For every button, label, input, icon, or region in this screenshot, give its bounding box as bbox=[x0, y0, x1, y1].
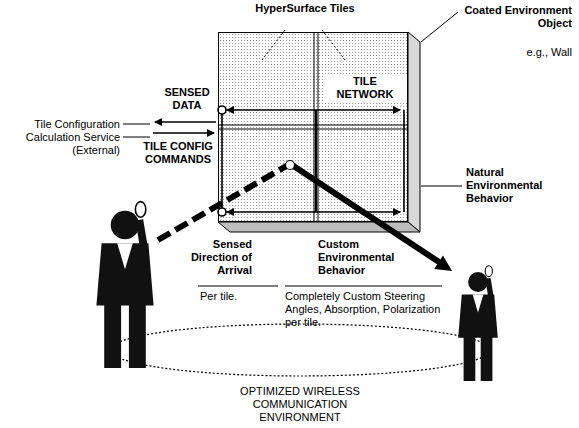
object-label: Coated Environment Object bbox=[440, 4, 572, 30]
steered-wave-head bbox=[434, 256, 452, 272]
person-body bbox=[458, 295, 498, 338]
steered-wave bbox=[292, 165, 439, 262]
config-command-arrow bbox=[153, 132, 214, 134]
person-shirt bbox=[117, 243, 133, 269]
network-line bbox=[221, 114, 223, 208]
leader-line bbox=[123, 137, 150, 138]
flow-label: TILE CONFIG COMMANDS bbox=[140, 140, 216, 166]
person-head bbox=[111, 211, 140, 240]
person-leg bbox=[129, 300, 146, 368]
phone-symbol bbox=[135, 202, 145, 218]
feature-note: Completely Custom Steering Angles, Absor… bbox=[285, 290, 443, 329]
tile-border bbox=[218, 125, 408, 126]
environment-label: OPTIMIZED WIRELESS COMMUNICATION ENVIRON… bbox=[230, 385, 370, 424]
leader-lines bbox=[123, 12, 462, 286]
incident-wave bbox=[158, 165, 288, 240]
network-line bbox=[315, 110, 317, 212]
node-text: TILE NETWORK bbox=[323, 75, 407, 101]
person-shirt bbox=[473, 295, 484, 313]
leader-line bbox=[322, 30, 345, 60]
tile-border bbox=[314, 32, 315, 222]
network-node bbox=[218, 208, 226, 216]
person-body bbox=[96, 243, 153, 305]
tile-network-lines bbox=[218, 106, 404, 216]
impact-point bbox=[286, 161, 295, 170]
behavior-label: Custom Environmental Behavior bbox=[318, 238, 403, 277]
hypersurface-wall: TILE NETWORK bbox=[218, 32, 408, 222]
phone-symbol bbox=[485, 266, 492, 277]
network-line bbox=[227, 109, 400, 111]
tile-border bbox=[218, 129, 408, 130]
person-leg bbox=[481, 334, 493, 381]
person-figure bbox=[458, 266, 498, 381]
flow-label: SENSED DATA bbox=[158, 86, 216, 112]
wall-surface bbox=[218, 32, 408, 222]
person-leg bbox=[464, 334, 476, 381]
part-label: HyperSurface Tiles bbox=[255, 2, 355, 15]
leader-line bbox=[421, 186, 462, 187]
feature-note: Per tile. bbox=[200, 290, 255, 303]
example-note: e.g., Wall bbox=[440, 46, 572, 59]
leader-line bbox=[285, 286, 442, 287]
person-arm bbox=[488, 278, 492, 300]
network-line bbox=[403, 110, 405, 212]
person-arm bbox=[139, 220, 144, 251]
network-node bbox=[218, 106, 226, 114]
service-label: Tile Configuration Calculation Service (… bbox=[2, 118, 120, 157]
sensed-data-arrow bbox=[155, 121, 216, 123]
tile-border bbox=[318, 32, 319, 222]
environment-ellipse bbox=[110, 324, 490, 376]
leader-line bbox=[421, 12, 458, 42]
data-arrows bbox=[153, 122, 216, 133]
leader-line bbox=[123, 124, 150, 125]
wall-illustration bbox=[218, 32, 420, 232]
person-leg bbox=[104, 300, 121, 368]
leader-line bbox=[198, 286, 278, 287]
person-head bbox=[468, 272, 488, 292]
behavior-label: Natural Environmental Behavior bbox=[466, 166, 572, 205]
wall-side-face bbox=[408, 32, 420, 232]
network-line bbox=[227, 211, 400, 213]
leader-line bbox=[262, 30, 285, 60]
person-figure bbox=[96, 202, 153, 368]
feature-label: Sensed Direction of Arrival bbox=[190, 238, 252, 277]
